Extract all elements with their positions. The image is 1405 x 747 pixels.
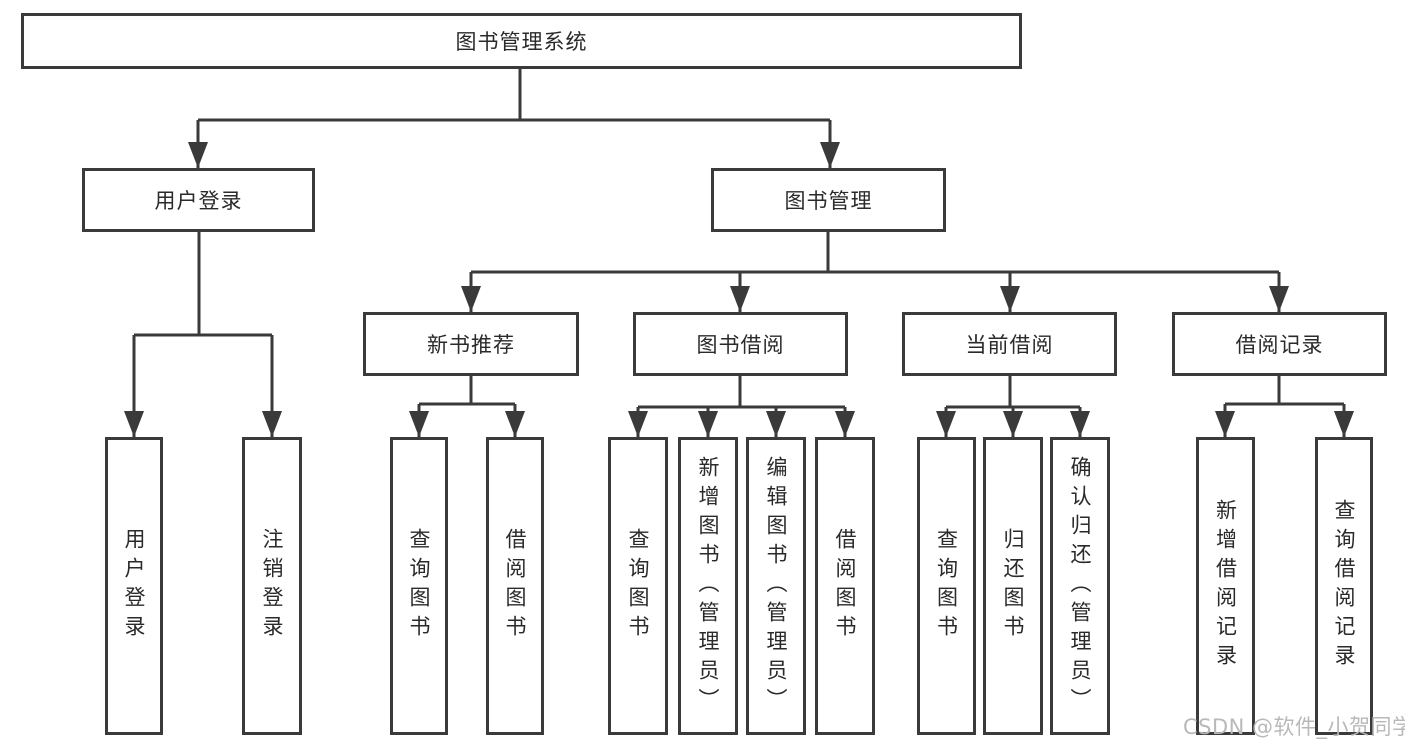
node-library-system-root: 图书管理系统 [21,13,1022,69]
node-book-management: 图书管理 [711,168,946,232]
node-label: 查询图书 [407,528,431,644]
csdn-watermark: CSDN @软件_小贺同学 [1183,715,1405,739]
node-label: 借阅图书 [503,528,527,644]
node-current-borrowing: 当前借阅 [902,312,1117,376]
node-label: 用户登录 [122,528,146,644]
node-label: 查询借阅记录 [1332,499,1356,673]
node-borrow-query-books: 查询图书 [608,437,668,735]
node-book-borrowing: 图书借阅 [633,312,848,376]
node-rec-query-books: 查询图书 [390,437,448,735]
node-add-borrow-record: 新增借阅记录 [1196,437,1255,735]
node-label: 图书借阅 [696,333,785,357]
node-label: 借阅记录 [1235,333,1324,357]
node-new-book-recommendation: 新书推荐 [363,312,579,376]
node-label: 查询图书 [934,528,959,644]
node-label: 查询图书 [626,528,650,644]
node-label: 编辑图书（管理员） [764,455,788,717]
node-label: 借阅图书 [833,528,857,644]
node-current-query-books: 查询图书 [917,437,976,735]
node-label: 图书管理 [784,189,873,213]
node-label: 新书推荐 [427,333,515,357]
node-user-login-leaf: 用户登录 [105,437,163,735]
node-label: 当前借阅 [965,333,1054,357]
node-user-login: 用户登录 [82,168,315,232]
node-label: 新增图书（管理员） [696,455,720,717]
node-query-borrow-record: 查询借阅记录 [1315,437,1373,735]
node-add-book-admin: 新增图书（管理员） [678,437,738,735]
node-logout-leaf: 注销登录 [242,437,302,735]
node-label: 图书管理系统 [455,30,588,54]
node-label: 注销登录 [260,528,284,644]
node-edit-book-admin: 编辑图书（管理员） [746,437,806,735]
node-label: 归还图书 [1001,528,1025,644]
node-borrow-borrow-books: 借阅图书 [815,437,875,735]
node-label: 新增借阅记录 [1213,499,1238,673]
node-label: 用户登录 [154,189,243,213]
node-rec-borrow-books: 借阅图书 [486,437,544,735]
node-confirm-return-admin: 确认归还（管理员） [1050,437,1110,735]
node-borrowing-records: 借阅记录 [1172,312,1387,376]
node-label: 确认归还（管理员） [1068,455,1092,717]
node-return-books: 归还图书 [983,437,1043,735]
